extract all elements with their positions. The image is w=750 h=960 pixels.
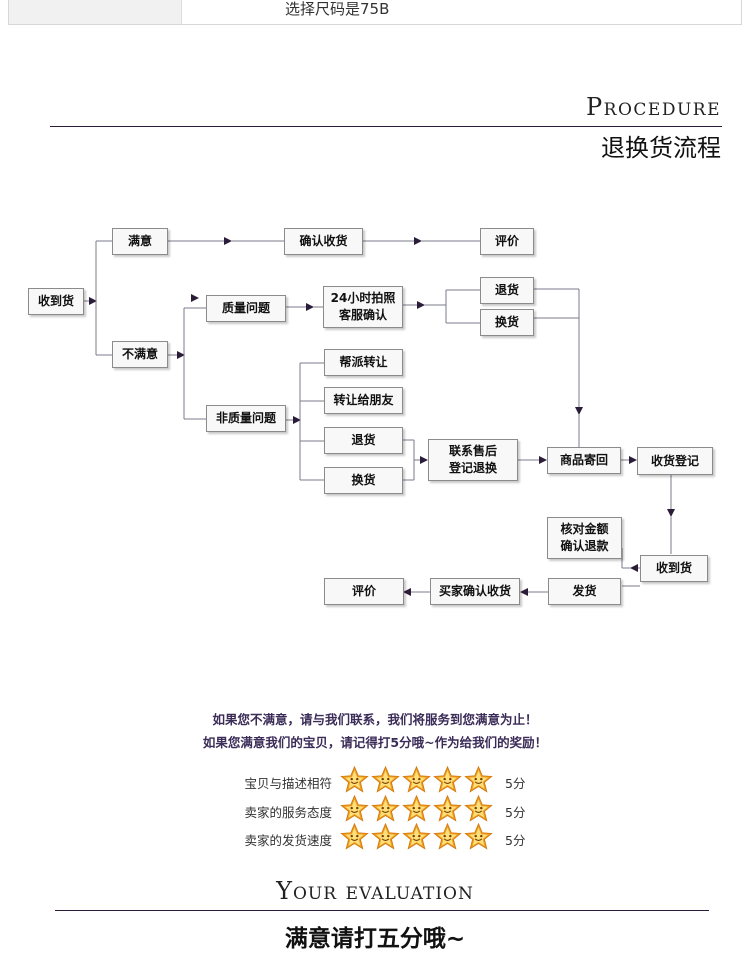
star-icon [340,822,369,855]
node-review-bottom: 评价 [324,578,404,605]
star-icon [464,765,493,798]
node-check-refund: 核对金额确认退款 [547,517,622,559]
star-icon [340,765,369,798]
star-icon [402,794,431,827]
star-icon [433,794,462,827]
node-contact-service: 联系售后登记退换 [428,439,518,481]
size-table-row: 选择尺码是75B [8,0,742,25]
node-exchange-a: 换货 [480,309,534,336]
node-ship: 发货 [548,578,621,605]
star-icon [433,822,462,855]
rating-stars [340,822,495,855]
star-icon [340,794,369,827]
evaluation-title-en: Your evaluation [276,877,474,905]
node-help-resell: 帮派转让 [324,349,403,376]
node-return-b: 退货 [324,427,403,454]
rating-row: 宝贝与描述相符 5分 [222,765,526,798]
rating-label: 卖家的服务态度 [244,804,332,820]
rating-stars [340,765,495,798]
node-receipt-register: 收货登记 [637,447,713,475]
rating-label: 宝贝与描述相符 [244,775,332,791]
procedure-divider [50,126,722,127]
node-received: 收到货 [28,288,84,315]
node-send-back: 商品寄回 [547,447,621,474]
star-icon [371,765,400,798]
star-icon [371,794,400,827]
node-exchange-b: 换货 [324,467,403,494]
node-return-a: 退货 [480,277,534,304]
rating-label: 卖家的发货速度 [244,832,332,848]
procedure-title-en: Procedure [586,93,721,121]
node-photo-confirm: 24小时拍照客服确认 [323,286,403,328]
node-non-quality-issue: 非质量问题 [206,405,286,432]
procedure-title-zh: 退换货流程 [601,134,721,162]
node-unsatisfied: 不满意 [112,341,168,368]
size-table-label-cell [9,0,182,24]
node-satisfied: 满意 [112,228,168,255]
node-buyer-confirm: 买家确认收货 [430,578,520,605]
evaluation-title-zh: 满意请打五分哦~ [284,926,466,952]
message-satisfied: 如果您满意我们的宝贝，请记得打5分哦~作为给我们的奖励！ [202,735,548,750]
star-icon [402,822,431,855]
node-review-top: 评价 [480,228,534,255]
star-icon [464,794,493,827]
star-icon [371,822,400,855]
message-unsatisfied: 如果您不满意，请与我们联系，我们将服务到您满意为止！ [212,712,538,727]
star-icon [464,822,493,855]
rating-score: 5分 [505,804,526,820]
rating-row: 卖家的服务态度 5分 [222,794,526,827]
star-icon [402,765,431,798]
node-quality-issue: 质量问题 [206,295,286,322]
rating-score: 5分 [505,832,526,848]
selected-size-text: 选择尺码是75B [285,0,390,18]
node-transfer-friend: 转让给朋友 [324,387,403,414]
node-received-back: 收到货 [640,555,708,582]
rating-row: 卖家的发货速度 5分 [222,822,526,855]
star-icon [433,765,462,798]
rating-stars [340,794,495,827]
evaluation-divider [55,910,709,911]
node-confirm-receipt: 确认收货 [284,228,363,255]
rating-score: 5分 [505,775,526,791]
